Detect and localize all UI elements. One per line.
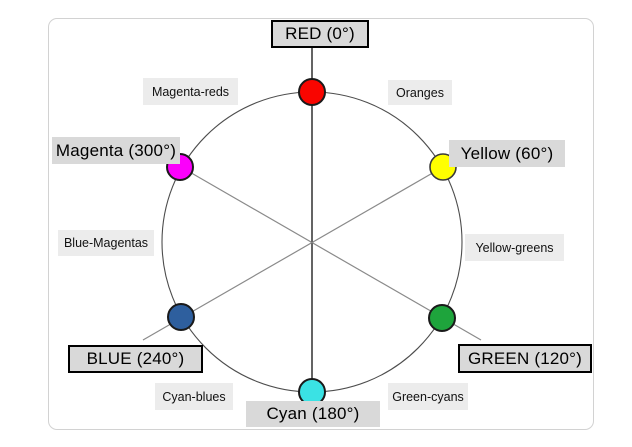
- label-magenta-reds: Magenta-reds: [143, 78, 238, 105]
- label-red: RED (0°): [271, 20, 369, 48]
- label-blue: BLUE (240°): [68, 345, 203, 373]
- red-dot: [298, 78, 326, 106]
- label-magenta: Magenta (300°): [52, 137, 180, 164]
- label-blue-magentas: Blue-Magentas: [58, 230, 154, 256]
- label-oranges: Oranges: [388, 80, 452, 105]
- label-green-cyans: Green-cyans: [388, 383, 468, 410]
- blue-dot: [167, 303, 195, 331]
- label-cyan-blues: Cyan-blues: [155, 383, 233, 410]
- label-cyan: Cyan (180°): [246, 401, 380, 427]
- label-yellow: Yellow (60°): [449, 140, 565, 167]
- green-dot: [428, 304, 456, 332]
- label-yellow-greens: Yellow-greens: [465, 234, 564, 261]
- label-green: GREEN (120°): [458, 344, 592, 373]
